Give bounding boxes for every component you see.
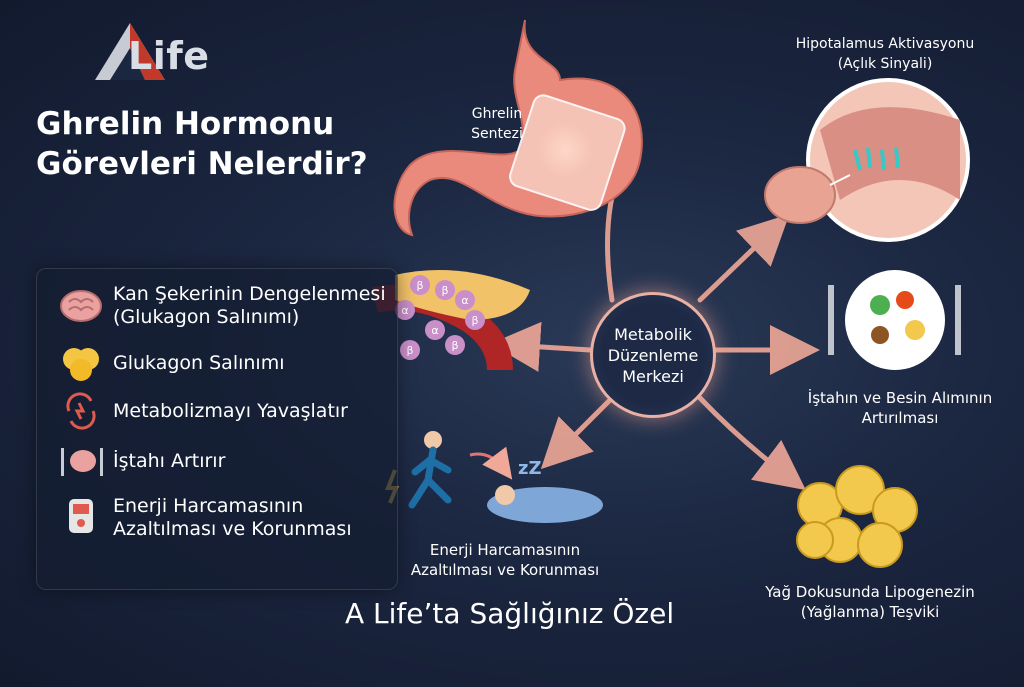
label-line: Ghrelin xyxy=(471,106,523,122)
panel-item-appetite: İştahı Artırır xyxy=(55,439,225,483)
label-lipogenesis: Yağ Dokusunda Lipogenezin (Yağlanma) Teş… xyxy=(735,582,1005,622)
label-hypothalamus: Hipotalamus Aktivasyonu (Açlık Sinyali) xyxy=(770,34,1000,74)
label-appetite: İştahın ve Besin Alımının Artırılması xyxy=(790,388,1010,428)
label-line: Sentezi xyxy=(471,126,523,142)
panel-item-blood-sugar: Kan Şekerinin Dengelenmesi (Glukagon Sal… xyxy=(55,283,386,329)
pancreas-cell xyxy=(465,310,485,330)
functions-panel: Kan Şekerinin Dengelenmesi (Glukagon Sal… xyxy=(36,268,398,590)
pancreas-cell-label: α xyxy=(461,294,468,307)
panel-item-label: Enerji Harcamasının xyxy=(113,495,304,517)
label-line: Hipotalamus Aktivasyonu xyxy=(795,36,975,52)
energy-illustration xyxy=(385,431,603,523)
panel-item-label: İştahı Artırır xyxy=(113,449,226,472)
pancreas-cell xyxy=(425,320,445,340)
label-energy: Enerji Harcamasının Azaltılması ve Korun… xyxy=(400,540,610,580)
pancreas-cell xyxy=(400,340,420,360)
stomach-illustration xyxy=(393,19,643,237)
pancreas-cell-label: α xyxy=(401,304,408,317)
panel-item-label: Kan Şekerinin Dengelenmesi xyxy=(113,283,386,305)
label-line: Artırılması xyxy=(861,409,939,427)
pancreas-cell-label: β xyxy=(451,339,458,352)
pancreas-cell xyxy=(455,290,475,310)
pancreas-cell xyxy=(435,280,455,300)
pancreas-cell-label: α xyxy=(431,324,438,337)
metabolism-cycle-icon xyxy=(55,389,107,433)
panel-item-glucagon: Glukagon Salınımı xyxy=(55,341,285,385)
page-title-line1: Ghrelin Hormonu xyxy=(36,106,335,142)
pancreas-cell xyxy=(445,335,465,355)
fat-cells-illustration xyxy=(796,465,918,568)
pancreas-cell-label: β xyxy=(441,284,448,297)
center-line1: Metabolik xyxy=(614,324,692,344)
brand-logo-icon xyxy=(95,23,165,80)
label-line: Enerji Harcamasının xyxy=(429,541,581,559)
pancreas-cell xyxy=(395,300,415,320)
panel-item-sublabel: Azaltılması ve Korunması xyxy=(113,518,352,540)
hypothalamus-illustration xyxy=(764,78,970,242)
center-line3: Merkezi xyxy=(622,366,684,386)
label-ghrelin-synthesis: Ghrelin Sentezi xyxy=(452,104,542,144)
page-title-line2: Görevleri Nelerdir? xyxy=(36,146,368,182)
footer-tagline: A Life’ta Sağlığınız Özel xyxy=(345,597,675,630)
pancreas-cell xyxy=(410,275,430,295)
label-line: Azaltılması ve Korunması xyxy=(410,561,600,579)
panel-item-label: Glukagon Salınımı xyxy=(113,351,285,374)
panel-item-metabolism: Metabolizmayı Yavaşlatır xyxy=(55,389,348,433)
center-line2: Düzenleme xyxy=(607,345,699,365)
fork-knife-brain-icon xyxy=(55,439,107,483)
label-line: (Açlık Sinyali) xyxy=(837,56,933,72)
panel-item-sublabel: (Glukagon Salınımı) xyxy=(113,306,300,328)
page-title: Ghrelin Hormonu Görevleri Nelerdir? xyxy=(36,104,368,184)
label-line: Yağ Dokusunda Lipogenezin xyxy=(765,583,975,601)
pancreas-cell-label: β xyxy=(416,279,423,292)
pancreas-cell-label: β xyxy=(406,344,413,357)
sleep-letters: zZ xyxy=(518,458,542,479)
glucose-meter-icon xyxy=(55,496,107,540)
brain-icon xyxy=(55,284,107,328)
pancreas-cell-label: β xyxy=(471,314,478,327)
arrow-to-hypothalamus xyxy=(697,214,790,303)
metabolic-center: Metabolik Düzenleme Merkezi xyxy=(590,292,716,418)
label-line: (Yağlanma) Teşviki xyxy=(800,603,940,621)
arrow-to-pancreas xyxy=(490,321,593,372)
panel-item-label: Metabolizmayı Yavaşlatır xyxy=(113,399,348,422)
fat-cell-icon xyxy=(55,341,107,385)
brand-name: Life xyxy=(128,34,210,78)
label-line: İştahın ve Besin Alımının xyxy=(807,389,993,407)
arrow-to-fat xyxy=(697,395,806,491)
panel-item-energy: Enerji Harcamasının Azaltılması ve Korun… xyxy=(55,495,352,541)
arrow-to-energy xyxy=(540,397,613,470)
meal-plate-illustration xyxy=(828,270,961,370)
